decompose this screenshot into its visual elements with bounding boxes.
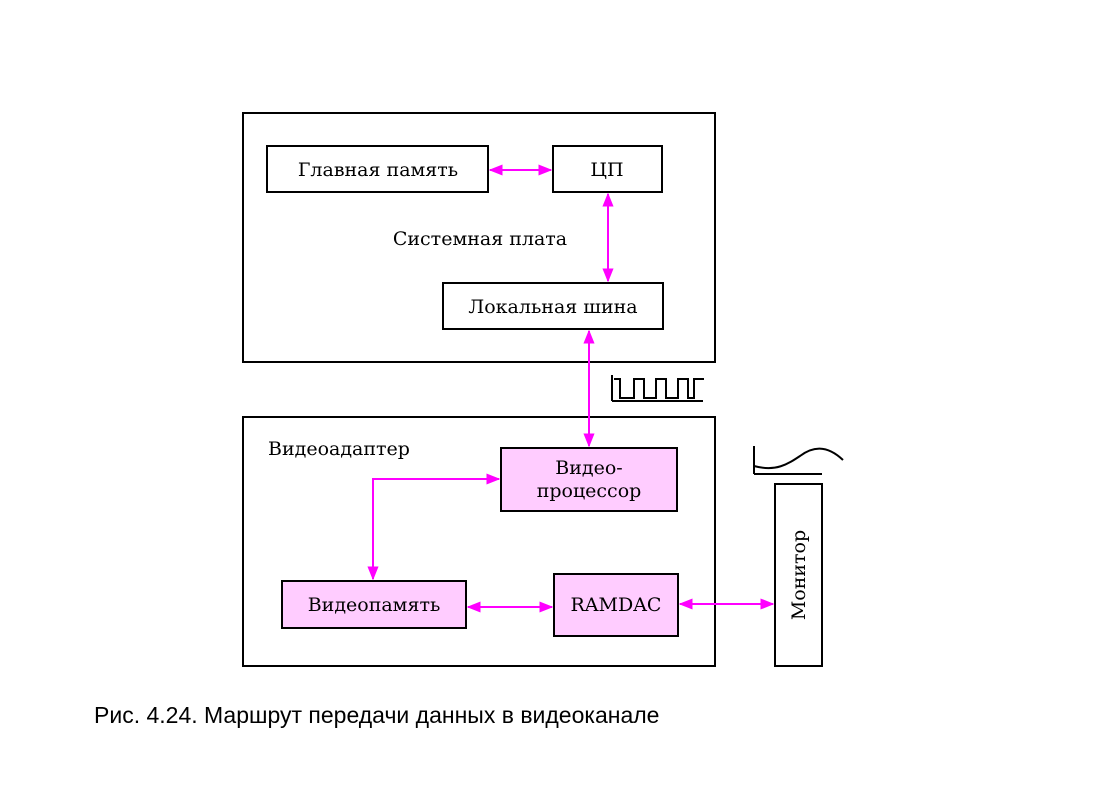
video-processor-box	[500, 447, 678, 512]
system-board-label: Системная плата	[393, 228, 567, 250]
local-bus-box	[442, 282, 664, 330]
main-memory-label: Главная память	[298, 159, 458, 181]
system-board-frame	[242, 112, 716, 363]
monitor-label: Монитор	[788, 530, 810, 620]
video-processor-label-line1: Видео-	[555, 457, 622, 479]
ramdac-label: RAMDAC	[571, 594, 662, 616]
cpu-label: ЦП	[590, 159, 623, 181]
ramdac-box	[553, 573, 679, 637]
main-memory-box	[266, 145, 489, 193]
video-adapter-frame	[242, 416, 716, 667]
video-adapter-label: Видеоадаптер	[268, 438, 410, 460]
figure-caption: Рис. 4.24. Маршрут передачи данных в вид…	[94, 702, 660, 728]
analog-wave-icon	[753, 446, 844, 475]
video-processor-label-line2: процессор	[537, 480, 642, 502]
digital-pulse-train-icon	[611, 375, 704, 402]
video-memory-box	[281, 580, 467, 629]
monitor-box	[774, 483, 823, 667]
video-memory-label: Видеопамять	[308, 594, 441, 616]
cpu-box	[552, 145, 663, 193]
local-bus-label: Локальная шина	[468, 296, 637, 318]
videoprocessor-videomemory-link	[367, 473, 501, 581]
